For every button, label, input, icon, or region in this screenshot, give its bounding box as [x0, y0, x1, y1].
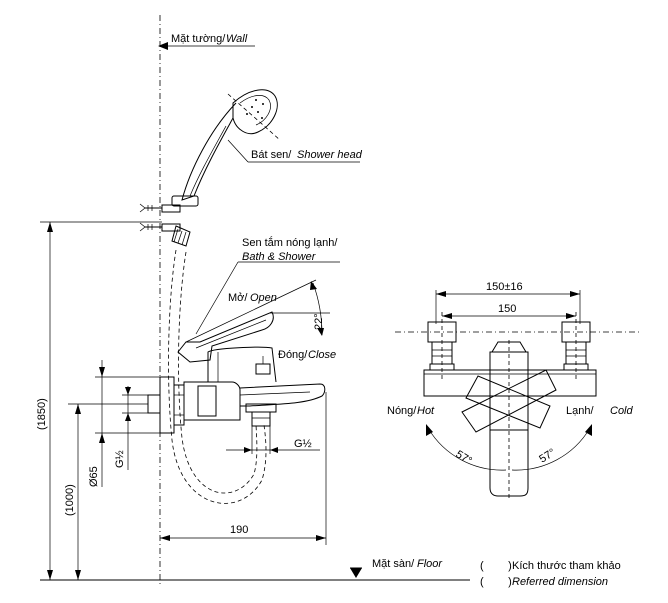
shower-head	[139, 89, 281, 247]
floor-label-vi: Mặt sàn/	[372, 558, 415, 570]
shower-head-label-vi: Bát sen/	[251, 149, 292, 161]
wall-callout: Mặt tường/ Wall	[158, 33, 255, 50]
legend-paren-1: ( )	[480, 560, 512, 572]
floor-line	[40, 567, 470, 581]
dimension-diameter-65: Ø65	[88, 360, 160, 487]
dimension-outlet-thread: G½	[226, 426, 320, 454]
mixer-front-view	[395, 312, 640, 500]
floor-label-en: Floor	[417, 558, 443, 570]
dimension-150-range-label: 150±16	[486, 281, 523, 293]
wall-label-en: Wall	[226, 33, 248, 45]
open-label: Mở/ Open	[228, 292, 277, 304]
lever-angle-indicator: 22°	[185, 279, 330, 343]
angle-right-label: 57°	[537, 447, 557, 466]
dimension-diameter-label: Ø65	[88, 466, 100, 487]
hose	[168, 249, 267, 504]
legend-paren-2: ( )	[480, 576, 512, 588]
legend-ref-en: Referred dimension	[512, 576, 608, 588]
cold-label-en: Cold	[610, 405, 634, 417]
shower-head-label-en: Shower head	[297, 149, 363, 161]
close-label: Đóng/ Close	[278, 349, 336, 361]
dimension-1000-label: (1000)	[64, 484, 76, 516]
dimension-1000: (1000)	[64, 403, 148, 580]
cold-label-vi: Lạnh/	[566, 405, 594, 417]
dimension-outlet-thread-label: G½	[294, 438, 312, 450]
dimension-1850: (1850)	[36, 221, 162, 580]
mixer-label-vi: Sen tắm nóng lạnh/	[242, 236, 338, 249]
mixer-body-side	[147, 311, 326, 434]
mixer-callout: Sen tắm nóng lạnh/ Bath & Shower	[195, 236, 340, 335]
dimension-150: 150	[442, 303, 576, 319]
legend-ref-vi: Kích thước tham khảo	[512, 560, 621, 572]
cold-label: Lạnh/ Cold	[566, 405, 634, 417]
dimension-190: 190	[160, 392, 327, 545]
close-label-en: Close	[308, 349, 336, 361]
wall-label-vi: Mặt tường/	[171, 33, 226, 45]
floor-callout: Mặt sàn/ Floor	[372, 558, 443, 570]
legend: ( ) Kích thước tham khảo ( ) Referred di…	[480, 560, 621, 588]
hot-label-en: Hot	[417, 405, 435, 417]
hot-label-vi: Nóng/	[387, 405, 417, 417]
dimension-150-label: 150	[498, 303, 516, 315]
shower-head-callout: Bát sen/ Shower head	[227, 139, 363, 163]
dimension-1850-label: (1850)	[36, 398, 48, 430]
hot-label: Nóng/ Hot	[387, 405, 435, 417]
dimension-inlet-thread: G½	[114, 386, 148, 470]
dimension-inlet-thread-label: G½	[114, 450, 126, 468]
mixer-label-en: Bath & Shower	[242, 251, 317, 263]
lever-angle-label: 22°	[313, 313, 325, 330]
open-label-vi: Mở/	[228, 292, 248, 304]
dimension-190-label: 190	[230, 524, 248, 536]
close-label-vi: Đóng/	[278, 349, 308, 361]
dimension-150-range: 150±16	[435, 281, 581, 324]
open-label-en: Open	[250, 292, 277, 304]
